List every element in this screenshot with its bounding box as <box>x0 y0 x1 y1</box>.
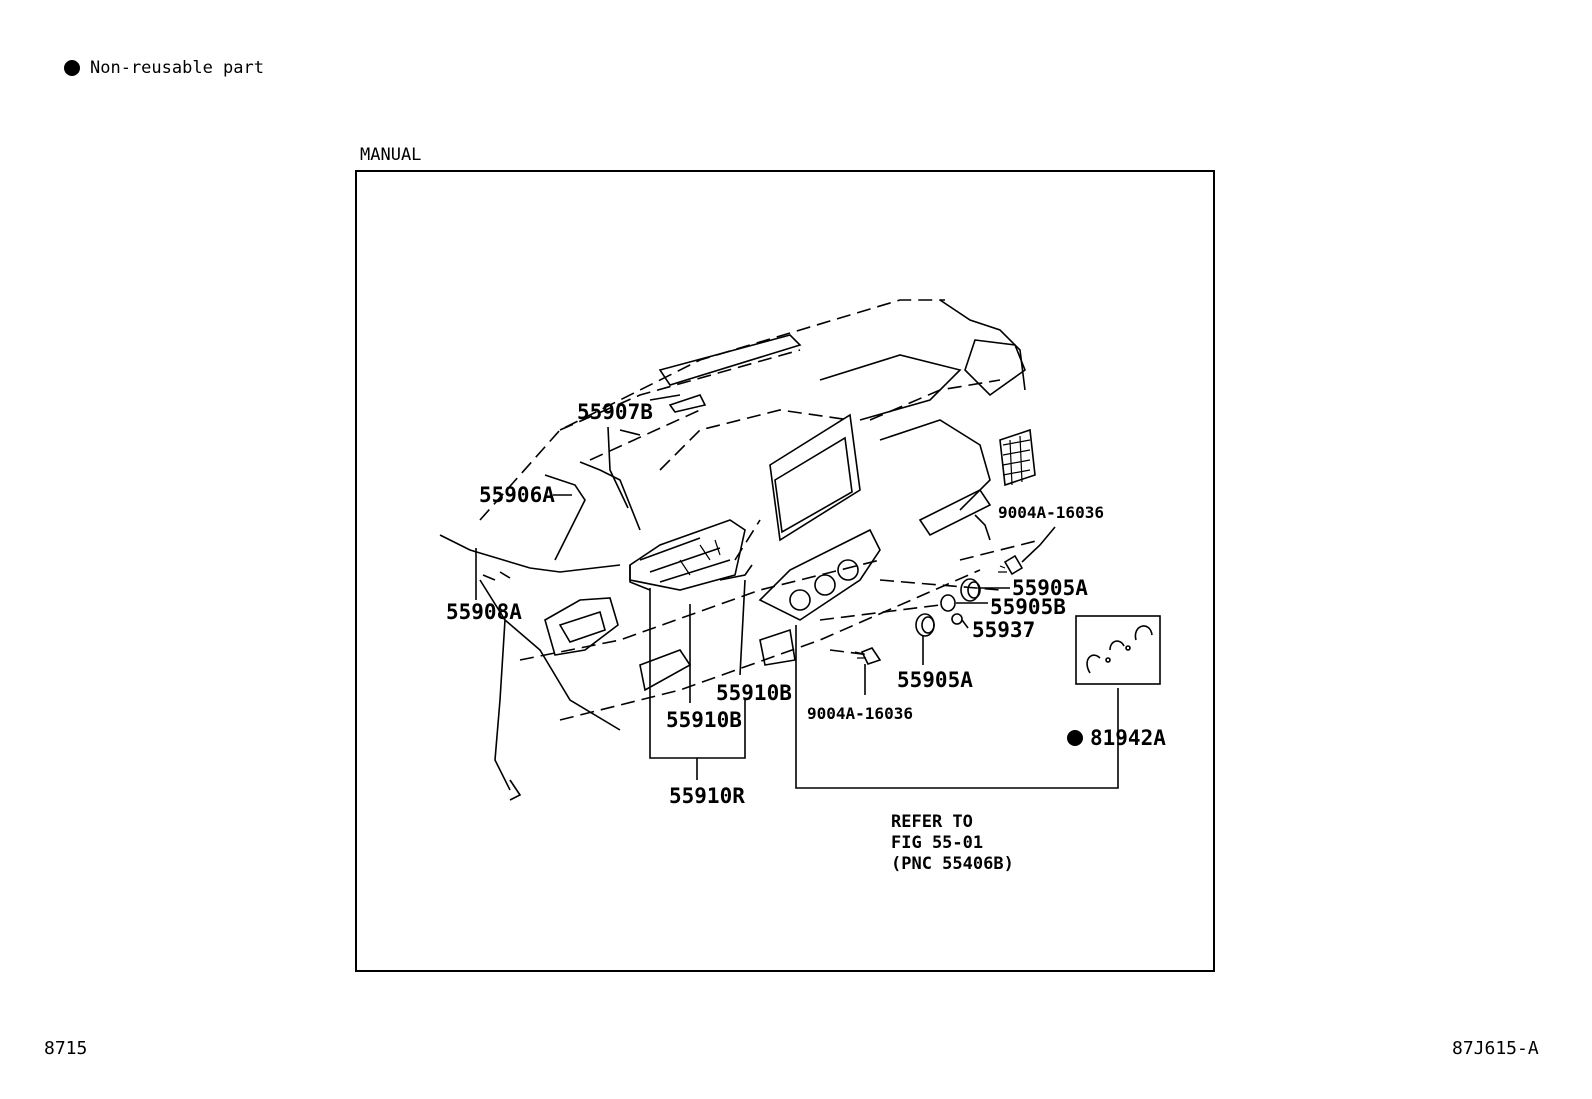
label-55910R: 55910R <box>669 784 745 808</box>
reference-note-line2: FIG 55-01 <box>891 833 983 853</box>
page-number: 8715 <box>44 1038 88 1059</box>
illustration-code: 87J615-A <box>1452 1038 1539 1059</box>
knob-55905A-lower-icon <box>915 613 935 637</box>
leader-lines <box>475 426 1119 789</box>
reference-note-line1: REFER TO <box>891 812 973 832</box>
label-55910B-left: 55910B <box>666 708 742 732</box>
label-55937: 55937 <box>972 618 1035 642</box>
bulb-set-inset <box>1075 615 1161 685</box>
knob-55905B-icon <box>940 594 956 612</box>
label-55910B-right: 55910B <box>716 681 792 705</box>
label-55905A-upper: 55905A <box>1012 576 1088 600</box>
knob-55905A-upper-icon <box>960 578 981 602</box>
legend-text: Non-reusable part <box>90 58 264 78</box>
control-unit-assembly <box>629 519 746 591</box>
label-9004A-lower: 9004A-16036 <box>807 704 913 723</box>
label-9004A-upper: 9004A-16036 <box>998 503 1104 522</box>
dashboard-structure <box>479 299 1036 801</box>
non-reusable-marker-icon <box>1067 730 1083 746</box>
control-cables <box>439 461 753 581</box>
knob-55937-icon <box>951 613 963 625</box>
section-label: MANUAL <box>360 145 422 165</box>
label-55908A: 55908A <box>446 600 522 624</box>
dashboard-outline <box>479 299 1041 721</box>
label-55905B: 55905B <box>990 595 1066 619</box>
diagram-frame <box>355 170 1215 972</box>
label-81942A: 81942A <box>1090 726 1166 750</box>
legend: Non-reusable part <box>64 58 264 78</box>
non-reusable-bullet-icon <box>64 60 80 76</box>
clip-lower-icon <box>854 647 882 665</box>
label-55905A-lower: 55905A <box>897 668 973 692</box>
label-55907B: 55907B <box>577 400 653 424</box>
label-55906A: 55906A <box>479 483 555 507</box>
knobs-and-fasteners <box>854 554 1024 665</box>
reference-note-line3: (PNC 55406B) <box>891 854 1014 874</box>
clip-icon <box>998 554 1024 576</box>
